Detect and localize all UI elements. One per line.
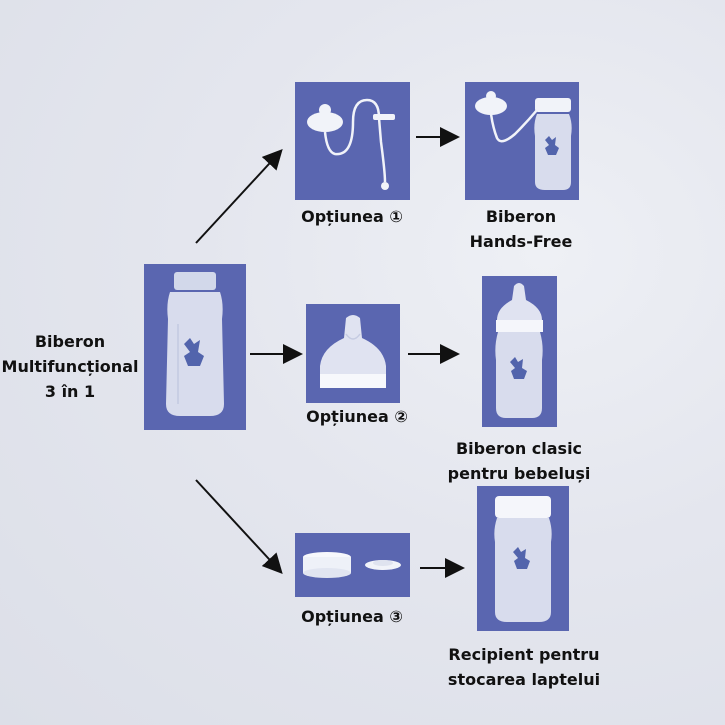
arrow-source-to-option1 [195, 149, 283, 244]
option3-label: Opțiunea ③ [301, 607, 403, 626]
source-bottle-tile [144, 264, 246, 430]
result2-label: Biberon clasic pentru bebeluși [447, 439, 591, 483]
result3-label: Recipient pentru stocarea laptelui [447, 645, 601, 689]
nipple-icon [320, 315, 386, 388]
option1-tile [295, 82, 410, 200]
option1-label: Opțiunea ① [301, 207, 403, 226]
source-label: Biberon Multifuncțional 3 în 1 [1, 332, 139, 401]
option2-tile [306, 304, 400, 403]
result1-tile [465, 82, 579, 200]
storage-lid-icon [303, 552, 401, 578]
result2-tile [482, 276, 557, 427]
option2-label: Opțiunea ② [306, 407, 408, 426]
option3-tile [295, 533, 410, 597]
storage-bottle-icon [494, 496, 552, 622]
result3-tile [477, 486, 569, 631]
result1-label: Biberon Hands-Free [469, 207, 573, 251]
classic-bottle-icon [495, 283, 543, 418]
pacifier-straw-icon [307, 98, 395, 190]
arrow-source-to-option3 [195, 479, 283, 574]
hands-free-bottle-icon [475, 91, 572, 190]
bottle-icon [166, 272, 224, 416]
